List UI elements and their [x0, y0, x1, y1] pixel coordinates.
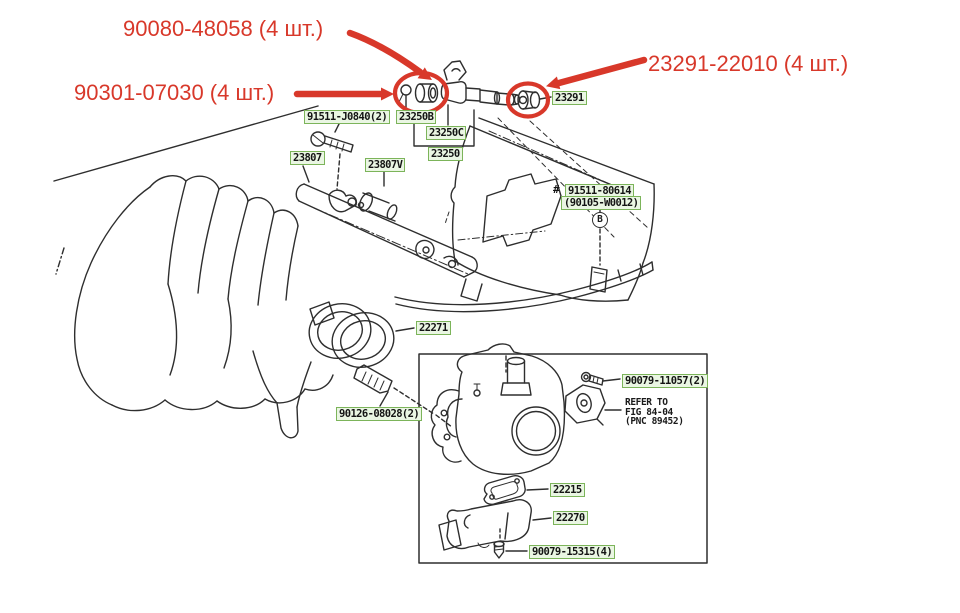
refer-note-line2: FIG 84-04	[625, 406, 673, 418]
part-label-91511-80614[interactable]: 91511-80614	[565, 184, 634, 198]
part-label-91511-j0840[interactable]: 91511-J0840(2)	[304, 110, 391, 124]
cylinder-head-cover-drawing	[444, 117, 655, 302]
part-label-23291[interactable]: 23291	[552, 91, 587, 105]
red-arrow-top	[346, 29, 424, 76]
intake-manifold-drawing	[55, 175, 334, 439]
refer-note: REFER TO FIG 84-04 (PNC 89452)	[625, 398, 684, 427]
part-label-90079-15315[interactable]: 90079-15315(4)	[529, 545, 616, 559]
part-label-23807v[interactable]: 23807V	[365, 158, 406, 172]
injector-assembly-drawing	[397, 60, 649, 238]
red-circle-right	[505, 81, 551, 119]
manifold-stud-drawing	[353, 364, 435, 415]
annotation-90301: 90301-07030 (4 шт.)	[74, 80, 275, 105]
iac-valve-drawing	[438, 475, 552, 559]
red-annotation-shapes	[293, 29, 648, 119]
refer-note-line3: (PNC 89452)	[625, 416, 684, 428]
throttle-body-drawing	[430, 343, 622, 476]
part-label-22270[interactable]: 22270	[553, 511, 588, 525]
part-label-90079-11057[interactable]: 90079-11057(2)	[622, 374, 709, 388]
fuel-rail-drawing	[295, 165, 483, 302]
part-label-90105-w0012[interactable]: (90105-W0012)	[561, 196, 642, 210]
throttle-flange-gasket-drawing	[308, 301, 415, 368]
red-arrow-right	[555, 56, 648, 87]
part-label-23250[interactable]: 23250	[428, 147, 463, 161]
part-label-23250c[interactable]: 23250C	[426, 126, 467, 140]
part-label-22215[interactable]: 22215	[550, 483, 585, 497]
background-edge-line	[53, 105, 319, 182]
refer-note-line1: REFER TO	[625, 397, 668, 408]
annotation-23291: 23291-22010 (4 шт.)	[648, 51, 849, 76]
part-label-23807[interactable]: 23807	[290, 151, 325, 165]
part-label-23250b[interactable]: 23250B	[396, 110, 437, 124]
fuel-pipe-drawing	[394, 207, 654, 313]
position-marker-b: B	[592, 212, 608, 228]
part-label-22271[interactable]: 22271	[416, 321, 451, 335]
annotation-90080: 90080-48058 (4 шт.)	[123, 16, 324, 41]
inset-box	[418, 353, 708, 564]
part-label-90126-08028[interactable]: 90126-08028(2)	[336, 407, 423, 421]
rail-bolt-drawing	[310, 123, 354, 190]
hash-mark: #	[553, 183, 560, 196]
